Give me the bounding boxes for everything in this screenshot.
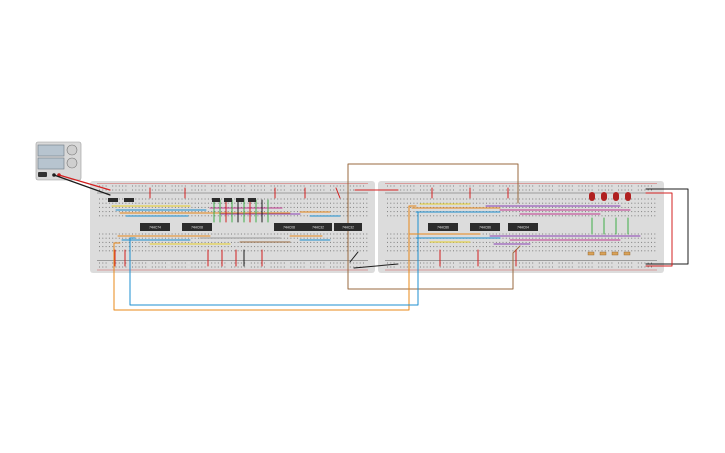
chip-body <box>470 223 500 231</box>
chip-8[interactable]: 74HC04 <box>508 223 538 231</box>
wires[interactable] <box>53 163 689 311</box>
chip-label: 74HC08 <box>191 226 203 230</box>
voltage-knob-icon[interactable] <box>66 144 78 156</box>
power-rails <box>97 183 657 271</box>
switch-6[interactable] <box>248 198 256 202</box>
chip-body <box>304 223 332 231</box>
wire-brown-top-loop[interactable] <box>347 163 519 263</box>
chip-3[interactable]: 74HC08 <box>274 223 304 231</box>
chip-label: 74HC04 <box>517 226 529 230</box>
wire-orange-long[interactable] <box>113 205 417 311</box>
chip-label: 74HC08 <box>283 226 295 230</box>
resistors[interactable] <box>587 251 631 256</box>
wire-red-right[interactable] <box>645 192 673 267</box>
chip-body <box>140 223 170 231</box>
chip-label: 74HC32 <box>342 226 354 230</box>
led-body <box>601 192 607 201</box>
wire-black-supply[interactable] <box>53 174 111 196</box>
wire-black-right[interactable] <box>645 188 689 265</box>
wire-red-v11[interactable] <box>335 187 341 199</box>
chip-2[interactable]: 74HC08 <box>182 223 212 231</box>
led-icon[interactable] <box>589 192 595 201</box>
power-supply-display-top <box>37 144 65 157</box>
wire-black-short[interactable] <box>349 251 359 263</box>
resistor-icon[interactable] <box>587 251 595 256</box>
switch-3[interactable] <box>212 198 220 202</box>
chip-body <box>334 223 362 231</box>
resistor-icon[interactable] <box>599 251 607 256</box>
chip-6[interactable]: 74HC86 <box>428 223 458 231</box>
chip-5[interactable]: 74HC32 <box>334 223 362 231</box>
led-array[interactable] <box>589 192 631 201</box>
switch-4[interactable] <box>224 198 232 202</box>
chip-body <box>508 223 538 231</box>
switches[interactable] <box>108 198 256 202</box>
resistor-icon[interactable] <box>611 251 619 256</box>
chip-4[interactable]: 74HC32 <box>304 223 332 231</box>
chips[interactable]: 74HC74 74HC08 74HC08 74HC32 74HC32 74HC8… <box>140 223 538 231</box>
wire-red-supply[interactable] <box>58 174 111 191</box>
led-icon[interactable] <box>601 192 607 201</box>
chip-1[interactable]: 74HC74 <box>140 223 170 231</box>
wire-black-bridge[interactable] <box>353 263 399 269</box>
chip-label: 74HC86 <box>479 226 491 230</box>
breadboard-left[interactable] <box>90 181 375 273</box>
power-switch[interactable] <box>38 172 47 177</box>
resistor-icon[interactable] <box>623 251 631 256</box>
power-supply[interactable] <box>35 141 82 181</box>
chip-body <box>428 223 458 231</box>
chip-label: 74HC86 <box>437 226 449 230</box>
current-knob-icon[interactable] <box>66 157 78 169</box>
led-body <box>589 192 595 201</box>
chip-label: 74HC74 <box>149 226 161 230</box>
led-body <box>613 192 619 201</box>
chip-body <box>182 223 212 231</box>
chip-body <box>274 223 304 231</box>
led-icon[interactable] <box>625 192 631 201</box>
switch-5[interactable] <box>236 198 244 202</box>
breadboard-holes <box>99 185 656 268</box>
switch-1[interactable] <box>108 198 118 202</box>
chip-label: 74HC32 <box>312 226 324 230</box>
led-icon[interactable] <box>613 192 619 201</box>
chip-7[interactable]: 74HC86 <box>470 223 500 231</box>
led-body <box>625 192 631 201</box>
switch-2[interactable] <box>124 198 134 202</box>
power-supply-display-bottom <box>37 157 65 170</box>
wire-brown-bottom-loop[interactable] <box>347 245 521 290</box>
